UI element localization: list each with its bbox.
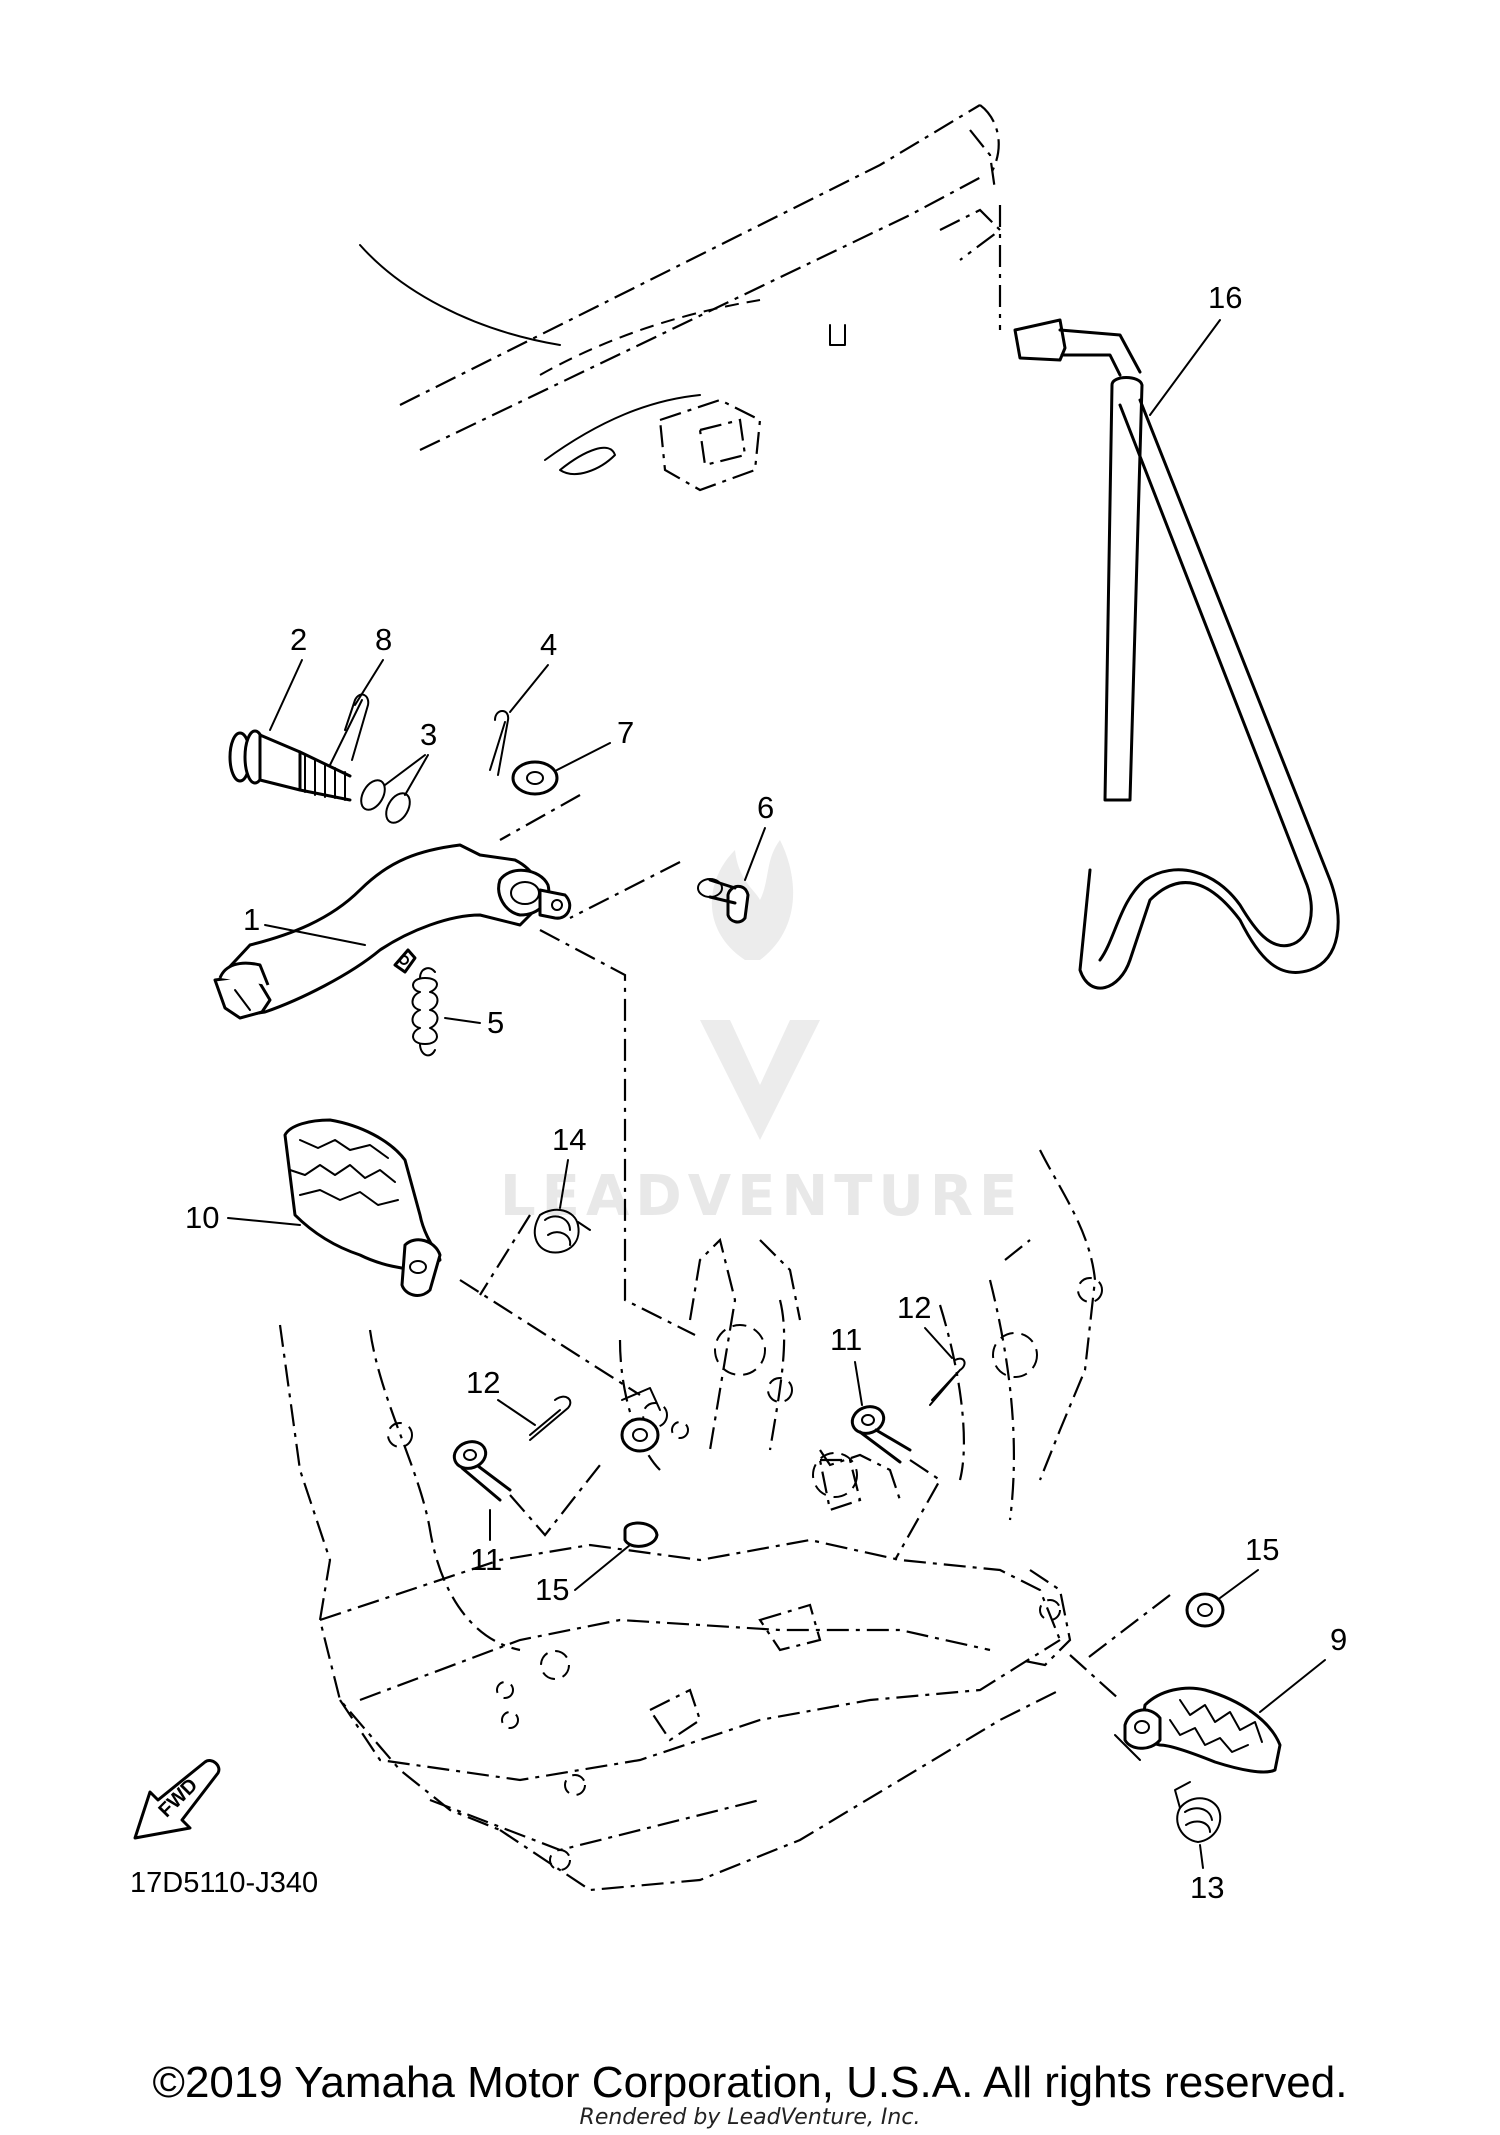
- callout-15-right: 15: [1245, 1532, 1279, 1567]
- collar-right: [1185, 1592, 1225, 1628]
- callout-16: 16: [1208, 280, 1242, 315]
- washer: [511, 760, 559, 796]
- pin-left: [452, 1440, 512, 1502]
- watermark-text: LEADVENTURE: [500, 1164, 1023, 1229]
- footrest-spring: [533, 1208, 591, 1254]
- brake-pedal-shaft: [228, 729, 352, 802]
- callout-7: 7: [617, 715, 634, 750]
- callout-1: 1: [243, 902, 260, 937]
- stopper-bolt: [697, 878, 750, 924]
- callout-3: 3: [420, 717, 437, 752]
- callout-4: 4: [540, 627, 557, 662]
- collar-left: [620, 1387, 661, 1453]
- pin-right: [850, 1405, 912, 1464]
- callout-14: 14: [552, 1122, 586, 1157]
- footrest-spring-right: [1174, 1781, 1222, 1843]
- brake-pedal: [213, 843, 572, 1020]
- copyright-notice: ©2019 Yamaha Motor Corporation, U.S.A. A…: [152, 2058, 1348, 2107]
- rendered-by-credit: Rendered by LeadVenture, Inc.: [579, 2105, 921, 2130]
- callout-15-left: 15: [535, 1572, 569, 1607]
- frame: [278, 1149, 1103, 1892]
- diagram-code: 17D5110-J340: [130, 1867, 319, 1899]
- leadventure-watermark: LEADVENTURE: [500, 840, 1023, 1229]
- callout-2: 2: [290, 622, 307, 657]
- callout-9: 9: [1330, 1622, 1347, 1657]
- cotter-pin: [489, 710, 510, 776]
- callout-5: 5: [487, 1005, 504, 1040]
- clip: [329, 693, 370, 766]
- seat-fender: [359, 104, 1002, 492]
- callout-10: 10: [185, 1200, 219, 1235]
- callout-11-right: 11: [830, 1322, 862, 1357]
- fwd-arrow: FWD: [133, 1759, 221, 1840]
- side-stand: [998, 205, 1340, 990]
- return-spring: [411, 967, 439, 1057]
- cotter-pin-right: [929, 1357, 966, 1406]
- callout-8: 8: [375, 622, 392, 657]
- callout-12-left: 12: [466, 1365, 500, 1400]
- footrest-right: [1114, 1686, 1282, 1774]
- cotter-pin-left: [529, 1395, 572, 1441]
- callout-13: 13: [1190, 1870, 1224, 1905]
- callout-11-left: 11: [470, 1542, 502, 1577]
- callout-6: 6: [757, 790, 774, 825]
- footrest-left: [283, 1118, 442, 1297]
- callout-12-right: 12: [897, 1290, 931, 1325]
